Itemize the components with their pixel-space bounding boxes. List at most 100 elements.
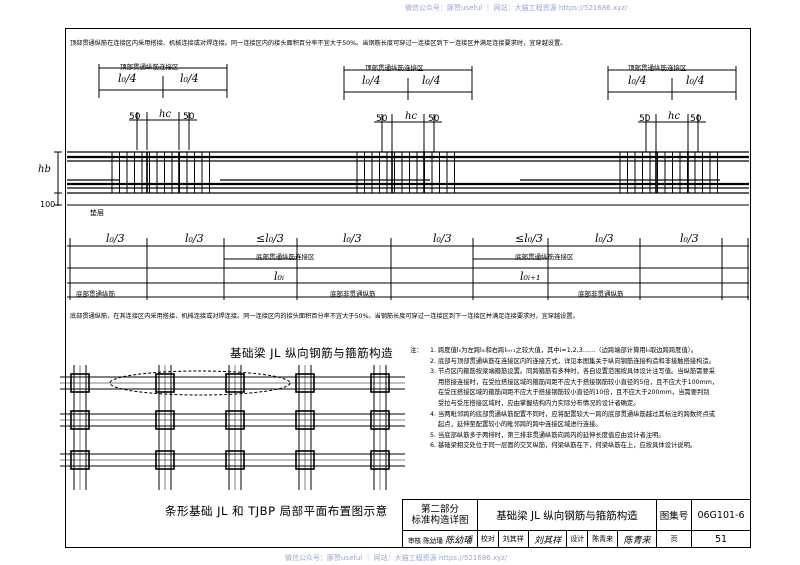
note-head: [410, 441, 430, 452]
hc-2: hc: [405, 111, 418, 122]
dim-50-2b: 50: [428, 114, 440, 124]
notes-block: 注：1.跨度值l₀为左跨l₀ᵢ和右跨l₀ᵢ₊₁之较大值，其中i=1,2,3……（…: [410, 346, 748, 452]
bottom-through-bar-1: 底部贯通纵筋: [76, 290, 115, 298]
l0-quarter-2: l₀/4: [180, 72, 199, 85]
plan-column: [370, 373, 390, 393]
plan-column: [295, 373, 315, 393]
note-number: 4.: [430, 410, 437, 418]
atlas-number: 06G101-6: [691, 499, 751, 531]
l0-third-5: l₀/3: [595, 232, 614, 245]
plan-column: [70, 410, 90, 430]
note-text: 在受压搭接区域的箍筋间距不应大于搭接钢筋较小直径的10倍，且不应大于200mm，…: [438, 389, 710, 397]
hc-1: hc: [159, 109, 172, 120]
note-head: [410, 410, 430, 421]
check-label: 校对: [477, 530, 499, 548]
dim-50-3b: 50: [690, 114, 702, 124]
reviewer-signature: 陈幼璠: [445, 535, 473, 546]
cushion-label: 垫层: [90, 209, 104, 217]
note-number: [430, 399, 438, 410]
plan-figure-title: 条形基础 JL 和 TJBP 局部平面布置图示意: [165, 504, 388, 518]
note-number: 6.: [430, 442, 437, 450]
design-label: 设计: [566, 530, 589, 548]
note-text: 基础梁相交处位于同一层面的交叉纵筋，何梁纵筋在下，何梁纵筋在上，应按具体设计说明…: [438, 442, 697, 450]
note-number: [430, 388, 438, 399]
l0-quarter-6: l₀/4: [686, 74, 705, 87]
top-bar-note: 顶部贯通纵筋在连接区内采用搭接、机械连接或对焊连接。同一连接区内的接头面积百分率…: [70, 40, 567, 47]
top-zone-label-3: 顶部贯通纵筋连接区: [628, 64, 687, 72]
plan-column: [295, 410, 315, 430]
note-head: [410, 388, 430, 399]
dim-50-1a: 50: [129, 112, 141, 122]
bottom-non-through-bar-1: 底部非贯通纵筋: [330, 290, 376, 298]
note-number: 5.: [430, 431, 437, 439]
drawing-title: 基础梁 JL 纵向钢筋与箍筋构造: [477, 499, 657, 531]
note-head: 注：: [410, 347, 423, 354]
top-zone-label-1: 顶部贯通纵筋连接区: [120, 63, 179, 71]
plan-column: [155, 450, 175, 470]
designer-name: 陈青来: [587, 530, 619, 548]
plan-column: [225, 410, 245, 430]
title-block: 第二部分 标准构造详图 基础梁 JL 纵向钢筋与箍筋构造 图集号 06G101-…: [402, 499, 751, 548]
designer-signature: 陈青来: [617, 530, 657, 548]
l0-third-2: l₀/3: [185, 232, 204, 245]
note-head: [410, 367, 430, 378]
note-line: 2.底部与顶部贯通纵筋在连接区内的连接方式，详见本图集关于纵向钢筋连接构造和非接…: [410, 357, 748, 368]
note-number: [430, 378, 438, 389]
plan-column: [155, 373, 175, 393]
plan-layout-drawing: [60, 365, 405, 490]
note-text: 当底部纵筋多于两排时，第三排非贯通纵筋向跨内的延伸长度值应由设计者注明。: [438, 431, 665, 439]
section-label: 第二部分: [420, 504, 459, 515]
checker-signature: 刘其祥: [527, 530, 568, 548]
l0-third-6: l₀/3: [680, 232, 699, 245]
note-head: [410, 357, 430, 368]
atlas-label: 图集号: [656, 499, 692, 531]
page-number: 51: [691, 530, 751, 548]
section-sub-label: 标准构造详图: [411, 515, 469, 526]
plan-highlight-ellipse: [109, 370, 291, 396]
l0-third-1: l₀/3: [106, 232, 125, 245]
note-line: 6.基础梁相交处位于同一层面的交叉纵筋，何梁纵筋在下，何梁纵筋在上，应按具体设计…: [410, 441, 748, 452]
note-number: 3.: [430, 368, 437, 376]
note-text: 用搭接连接时，在受拉搭接区域的箍筋间距不应大于搭接钢筋较小直径的5倍，且不应大于…: [438, 378, 719, 386]
beam-figure-title: 基础梁 JL 纵向钢筋与箍筋构造: [230, 346, 394, 360]
l0-quarter-3: l₀/4: [362, 74, 381, 87]
note-head: [410, 420, 430, 431]
note-line: 注：1.跨度值l₀为左跨l₀ᵢ和右跨l₀ᵢ₊₁之较大值，其中i=1,2,3……（…: [410, 346, 748, 357]
plan-column: [70, 373, 90, 393]
le-l0-third-2: ≤l₀/3: [515, 232, 543, 245]
note-head: [410, 378, 430, 389]
l0-quarter-5: l₀/4: [628, 74, 647, 87]
page-label: 页: [656, 530, 692, 548]
note-text: 当两毗邻跨的底部贯通纵筋配置不同时，应将配置较大一跨的底部贯通纵筋越过其标注的跨…: [438, 410, 716, 418]
review-label: 审核: [407, 536, 422, 545]
hc-3: hc: [668, 111, 681, 122]
plan-column: [370, 410, 390, 430]
le-l0-third-1: ≤l₀/3: [256, 232, 284, 245]
note-head: [410, 431, 430, 442]
plan-column: [370, 450, 390, 470]
note-text: 底部与顶部贯通纵筋在连接区内的连接方式，详见本图集关于纵向钢筋连接构造和非接触搭…: [438, 357, 716, 365]
note-text: 受拉与受压搭接区域时，应由掌握结构内力实际分布情况的设计者确定。: [438, 399, 640, 407]
note-line: 在受压搭接区域的箍筋间距不应大于搭接钢筋较小直径的10倍，且不应大于200mm，…: [410, 388, 748, 399]
l0-third-3: l₀/3: [343, 232, 362, 245]
note-number: 2.: [430, 357, 437, 365]
note-line: 5.当底部纵筋多于两排时，第三排非贯通纵筋向跨内的延伸长度值应由设计者注明。: [410, 431, 748, 442]
bottom-non-through-bar-2: 底部非贯通纵筋: [578, 290, 624, 298]
dim-50-2a: 50: [376, 114, 388, 124]
watermark-bottom: 微信公众号：豚赞useful ｜ 网站：大猫工程资源 https://52168…: [285, 554, 508, 562]
l0-quarter-1: l₀/4: [118, 72, 137, 85]
reviewer-name: 陈幼璠: [423, 536, 443, 545]
hb-label: hb: [38, 164, 51, 175]
plan-column: [155, 410, 175, 430]
drawing-frame: [65, 28, 751, 548]
note-head: [410, 399, 430, 410]
note-number: [430, 420, 438, 431]
checker-name: 刘其祥: [497, 530, 529, 548]
l0-third-4: l₀/3: [433, 232, 452, 245]
span-i-label: l₀ᵢ: [274, 270, 285, 283]
dim-50-3a: 50: [639, 114, 651, 124]
plan-column: [70, 450, 90, 470]
note-text: 起点，延伸至配置较小的毗邻跨的跨中连接区域进行连接。: [438, 421, 602, 429]
dim-50-1b: 50: [183, 112, 195, 122]
